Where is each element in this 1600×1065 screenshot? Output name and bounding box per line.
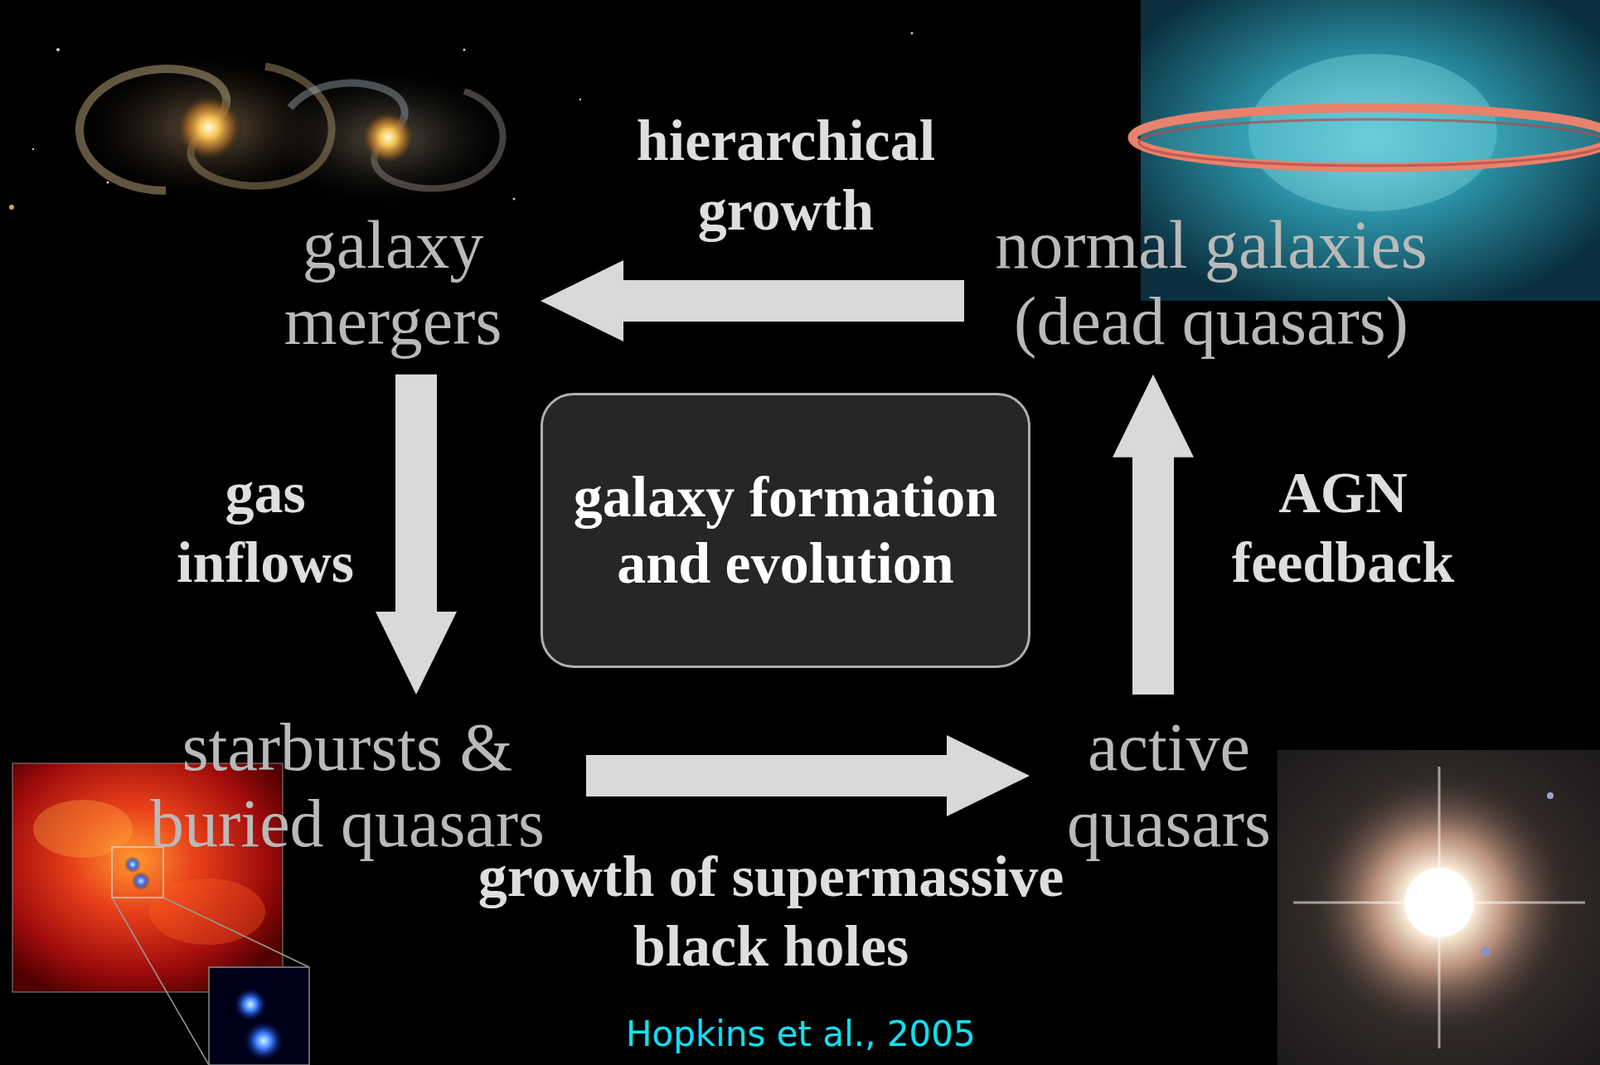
edge-label: hierarchical growth [603, 106, 969, 246]
citation-text: Hopkins et al., 2005 [625, 1015, 976, 1054]
text-node: normal galaxies (dead quasars) [970, 198, 1452, 369]
box-title: galaxy formation and evolution [553, 464, 1019, 598]
quasar-image [1277, 750, 1600, 1065]
edge-label: growth of supermassive black holes [439, 842, 1103, 982]
merging-galaxies-image [67, 48, 521, 213]
node-label: galaxy mergers [260, 207, 526, 360]
text-node: active quasars [1036, 701, 1302, 871]
node-label: active quasars [1044, 709, 1294, 863]
edge-label: gas inflows [161, 458, 369, 598]
block-arrow [586, 735, 1030, 817]
edge-label: AGN feedback [1210, 458, 1476, 598]
block-arrow [540, 260, 965, 342]
node-label: starbursts & buried quasars [123, 709, 572, 863]
node-label: normal galaxies (dead quasars) [979, 207, 1444, 360]
rounded-box: galaxy formation and evolution [540, 392, 1031, 669]
block-arrow [375, 374, 457, 695]
block-arrow [1112, 374, 1194, 695]
text-node: galaxy mergers [252, 198, 534, 369]
